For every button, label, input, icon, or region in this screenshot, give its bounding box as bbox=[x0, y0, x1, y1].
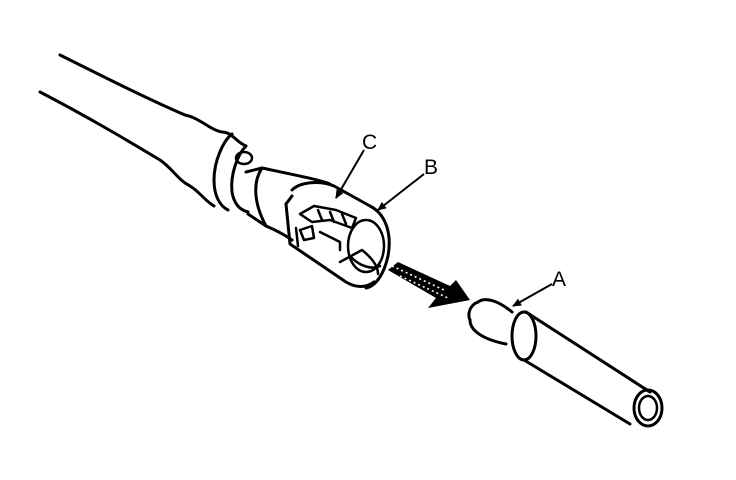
quick-connector bbox=[244, 166, 391, 290]
label-c: C bbox=[362, 131, 377, 154]
callout-c: C bbox=[335, 131, 377, 199]
callout-b: B bbox=[377, 156, 438, 211]
label-a: A bbox=[552, 268, 566, 291]
fuel-hose bbox=[38, 53, 254, 214]
fuel-pipe bbox=[467, 298, 664, 428]
label-b: B bbox=[424, 156, 438, 179]
disconnect-direction-arrow bbox=[388, 262, 470, 308]
callout-a: A bbox=[512, 268, 566, 307]
